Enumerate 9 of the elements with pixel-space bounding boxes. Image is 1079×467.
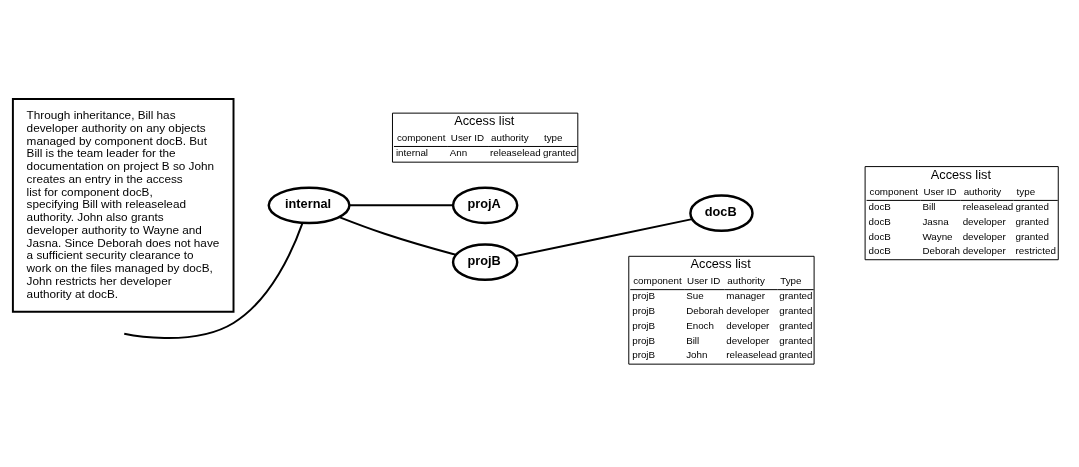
node-ellipse: projA (451, 186, 519, 225)
node-ellipse: internal (267, 186, 351, 225)
node-box: Through inheritance, Bill has developer authority on any objects managed by component docB. But Bill is the team leader for the documentation on project B so John creates an entry in the access list for component docB, specifying Bill with releaselead authority. John also grants developer authority to Wayne and Jasna. Since Deborah does not have a sufficient security clearance to work on the files managed by docB, John restricts her developer authority at docB. (11, 97, 235, 313)
connector (338, 216, 457, 256)
connector (348, 204, 454, 207)
connector (123, 221, 304, 339)
node-ellipse: projB (451, 243, 519, 282)
connector (514, 218, 694, 257)
node-ellipse: docB (689, 194, 754, 233)
